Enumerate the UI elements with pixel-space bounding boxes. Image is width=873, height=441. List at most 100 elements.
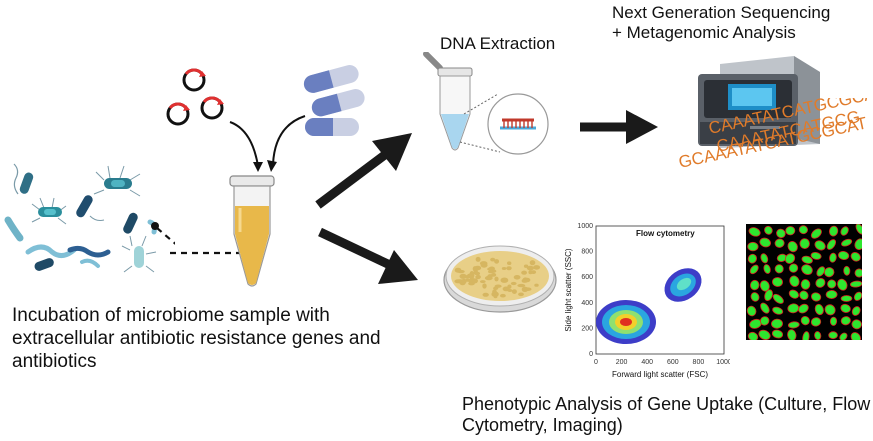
colony	[507, 284, 512, 289]
colony	[510, 281, 517, 286]
cell	[789, 275, 800, 287]
flow-arrow-down	[318, 227, 418, 284]
microscopy-image	[746, 224, 862, 340]
colony	[471, 278, 478, 284]
flow-density-cluster-high	[664, 268, 702, 302]
cell	[760, 316, 770, 326]
flow-x-ticks: 0 200 400 600 800 1000	[594, 359, 730, 366]
cell	[760, 253, 769, 264]
cell	[838, 250, 850, 261]
colony	[488, 270, 494, 274]
cell	[825, 289, 838, 300]
colony	[472, 266, 478, 272]
colony	[513, 275, 521, 280]
incubation-step-label: Incubation of microbiome sample with ext…	[12, 305, 381, 372]
cell	[746, 305, 757, 317]
cell	[785, 226, 796, 236]
colony	[502, 278, 507, 281]
dna-extraction-label: DNA Extraction	[440, 34, 556, 53]
cell	[824, 267, 835, 278]
cell	[747, 241, 759, 252]
cell	[850, 332, 861, 340]
plasmid-icon	[200, 96, 224, 120]
cell	[843, 265, 851, 276]
colony	[530, 270, 537, 274]
bacterium-icon	[93, 165, 141, 197]
cell	[853, 291, 862, 301]
flow-arrow-up	[315, 133, 412, 209]
colony	[500, 293, 506, 298]
y-tick: 200	[581, 325, 593, 332]
cell	[840, 303, 851, 313]
cell	[787, 329, 797, 340]
colony	[526, 265, 534, 271]
cell	[776, 228, 786, 239]
flow-cytometry-plot: Flow cytometry 0 200 400 600 800 1000 0 …	[564, 223, 730, 379]
cell	[837, 278, 848, 291]
cell	[760, 302, 770, 314]
x-tick: 400	[641, 359, 653, 366]
cell	[787, 241, 798, 253]
sequencer-machine-icon	[698, 56, 820, 148]
sequencing-label-line-2: + Metagenomic Analysis	[612, 23, 796, 42]
bacterium-icon	[34, 258, 54, 271]
cell	[772, 306, 784, 315]
plasmid-dna-illustration	[166, 68, 224, 126]
cell	[840, 316, 851, 326]
colony	[511, 289, 517, 294]
colony	[506, 266, 512, 271]
colony	[518, 292, 524, 297]
cell	[764, 289, 773, 302]
colony	[529, 260, 536, 266]
colony	[454, 267, 462, 273]
cell	[771, 318, 783, 329]
cell	[810, 252, 822, 260]
bacterium-icon	[13, 163, 34, 195]
cell	[788, 263, 799, 273]
colony	[480, 262, 488, 268]
cell	[772, 277, 783, 287]
colony	[534, 283, 539, 287]
cell	[850, 252, 861, 262]
bacterium-icon	[67, 245, 111, 258]
colony	[533, 265, 541, 270]
colony	[487, 267, 494, 271]
colony	[507, 289, 513, 292]
flow-density-cluster-low	[596, 300, 656, 344]
colony	[494, 276, 499, 282]
cell	[747, 253, 757, 264]
cell	[827, 279, 837, 289]
capsule-icon	[305, 118, 359, 136]
bacterium-icon	[123, 212, 138, 234]
cell	[749, 264, 759, 275]
petri-dish-culture-icon	[443, 245, 557, 313]
plasmid-icon	[182, 68, 206, 92]
cell	[787, 321, 800, 329]
colony	[493, 294, 498, 299]
cell	[828, 331, 838, 340]
cell	[800, 279, 811, 290]
cell	[771, 329, 784, 339]
colony	[482, 292, 489, 297]
bacterium-icon	[4, 216, 24, 242]
cell	[828, 225, 839, 237]
cell	[810, 228, 822, 239]
colony	[507, 261, 512, 265]
bacterium-icon	[121, 235, 157, 273]
x-tick: 1000	[716, 359, 730, 366]
colony	[466, 273, 475, 279]
cell	[814, 331, 822, 340]
flow-x-label: Forward light scatter (FSC)	[612, 370, 708, 379]
colony	[475, 274, 481, 280]
cell	[799, 238, 810, 249]
cell	[798, 303, 809, 314]
flow-arrow-right	[580, 110, 658, 144]
x-tick: 200	[616, 359, 628, 366]
x-tick: 800	[693, 359, 705, 366]
colony	[480, 280, 486, 284]
microbiome-sample-illustration	[4, 163, 175, 273]
cell	[800, 315, 810, 326]
flow-plot-title: Flow cytometry	[636, 229, 695, 238]
phenotypic-analysis-label: Phenotypic Analysis of Gene Uptake (Cult…	[462, 394, 871, 435]
cell	[851, 306, 861, 316]
